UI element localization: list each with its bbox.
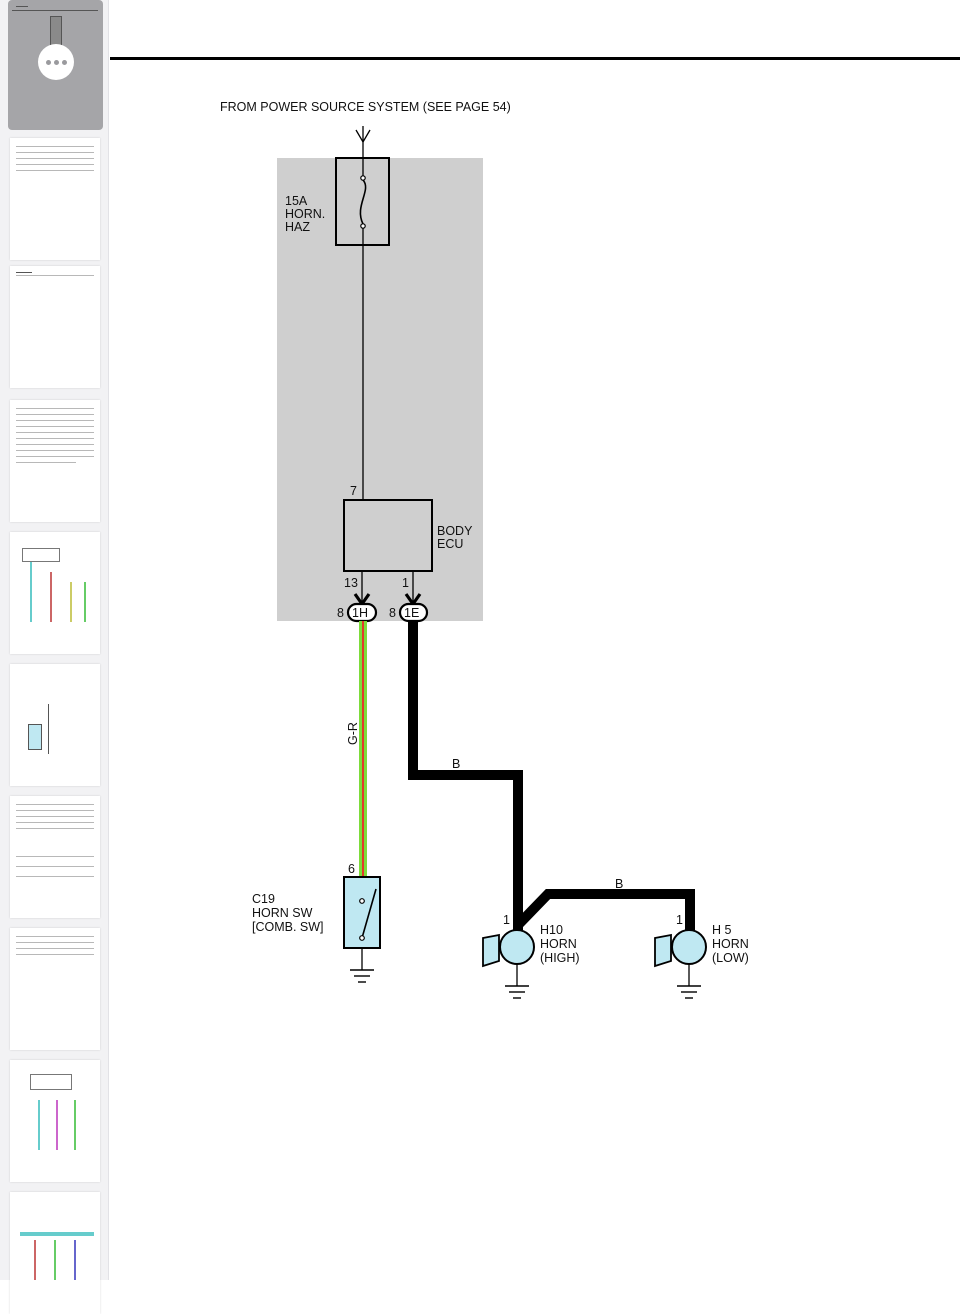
- horn-high: [499, 929, 535, 965]
- ecu-pin-left: 13: [344, 576, 358, 590]
- page-thumbnail-4[interactable]: [10, 400, 100, 522]
- horn-switch-pin: 6: [348, 862, 355, 876]
- fuse-rating: 15A: [285, 194, 308, 208]
- ecu-shaded-area: [277, 158, 483, 621]
- horn-low: [671, 929, 707, 965]
- horn-switch-id: C19: [252, 892, 275, 906]
- horn-wiring-diagram: FROM POWER SOURCE SYSTEM (SEE PAGE 54) 1…: [110, 57, 960, 999]
- fuse-icon: [359, 179, 367, 225]
- horn-low-id: H 5: [712, 923, 732, 937]
- ecu-label-line2: ECU: [437, 537, 463, 551]
- fuse-name-line1: HORN.: [285, 207, 325, 221]
- b-wire-1: [408, 621, 523, 930]
- b-wire-2: [514, 889, 695, 930]
- switch-icon: [361, 888, 377, 939]
- b-wire-2-label: B: [615, 877, 623, 891]
- page-thumbnail-sidebar: [0, 0, 109, 1314]
- horn-switch-line1: HORN SW: [252, 906, 313, 920]
- arrow-down-icon: [355, 129, 371, 144]
- ground-icon: [350, 969, 374, 983]
- page-thumbnail-7[interactable]: [10, 796, 100, 918]
- horn-high-pin: 1: [503, 913, 510, 927]
- ecu-label-line1: BODY: [437, 524, 473, 538]
- horn-low-line1: HORN: [712, 937, 749, 951]
- horn-low-pin: 1: [676, 913, 683, 927]
- ellipsis-icon: [45, 59, 51, 65]
- horn-high-bell-icon: [482, 933, 500, 968]
- header-rule: [110, 57, 960, 60]
- horn-switch-line2: [COMB. SW]: [252, 920, 324, 934]
- connector-1e-pin: 8: [389, 606, 396, 620]
- horn-low-bell-icon: [654, 933, 672, 968]
- connector-1e-id: 1E: [404, 606, 419, 620]
- horn-high-id: H10: [540, 923, 563, 937]
- g-r-wire-stripe: [362, 621, 364, 877]
- more-options-button[interactable]: [38, 44, 74, 80]
- page-thumbnail-6[interactable]: [10, 664, 100, 786]
- connector-1h-id: 1H: [352, 606, 368, 620]
- page-thumbnail-2[interactable]: [10, 138, 100, 260]
- page-thumbnail-9[interactable]: [10, 1060, 100, 1182]
- page-thumbnail-1[interactable]: [8, 0, 103, 130]
- connector-1h-pin: 8: [337, 606, 344, 620]
- body-ecu-box: [343, 499, 433, 572]
- page-thumbnail-5[interactable]: [10, 532, 100, 654]
- horn-high-line2: (HIGH): [540, 951, 580, 965]
- ground-icon: [505, 985, 529, 999]
- fuse-name-line2: HAZ: [285, 220, 310, 234]
- ecu-pin-right: 1: [402, 576, 409, 590]
- ground-icon: [677, 985, 701, 999]
- ecu-pin-in: 7: [350, 484, 357, 498]
- page-thumbnail-8[interactable]: [10, 928, 100, 1050]
- horn-low-line2: (LOW): [712, 951, 749, 965]
- horn-high-line1: HORN: [540, 937, 577, 951]
- g-r-wire-label: G-R: [346, 722, 360, 745]
- b-wire-1-label: B: [452, 757, 460, 771]
- power-source-label: FROM POWER SOURCE SYSTEM (SEE PAGE 54): [220, 100, 511, 114]
- page-thumbnail-3[interactable]: [10, 266, 100, 388]
